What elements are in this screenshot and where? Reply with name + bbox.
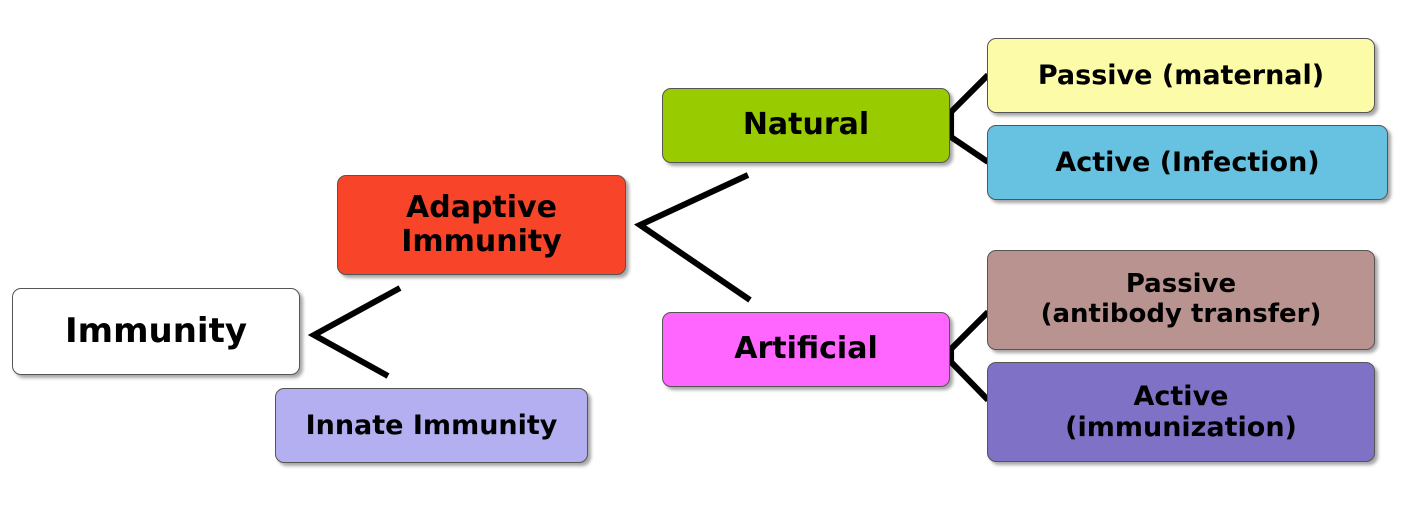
innate-immunity-box: Innate Immunity (275, 388, 588, 463)
immunity-label: Immunity (65, 310, 247, 351)
immunity-branch-connector (307, 285, 402, 379)
artificial-label: Artificial (734, 331, 878, 367)
natural-label: Natural (742, 107, 870, 143)
immunity-box: Immunity (12, 288, 300, 375)
passive-maternal-box: Passive (maternal) (987, 38, 1375, 113)
artificial-box: Artificial (662, 312, 950, 387)
passive-antibody-transfer-label: Passive (antibody transfer) (1040, 269, 1322, 329)
natural-box: Natural (662, 88, 950, 163)
natural-branch-connector (948, 72, 991, 165)
adaptive-immunity-label: Adaptive Immunity (401, 189, 562, 259)
active-infection-box: Active (Infection) (987, 125, 1388, 200)
innate-immunity-label: Innate Immunity (305, 409, 558, 441)
active-immunization-label: Active (immunization) (1065, 380, 1297, 443)
passive-antibody-transfer-box: Passive (antibody transfer) (987, 250, 1375, 350)
passive-maternal-label: Passive (maternal) (1037, 59, 1325, 91)
active-immunization-box: Active (immunization) (987, 362, 1375, 462)
artificial-branch-connector (948, 309, 991, 403)
active-infection-label: Active (Infection) (1055, 146, 1320, 178)
adaptive-branch-connector (633, 172, 752, 303)
adaptive-immunity-box: Adaptive Immunity (337, 175, 626, 275)
